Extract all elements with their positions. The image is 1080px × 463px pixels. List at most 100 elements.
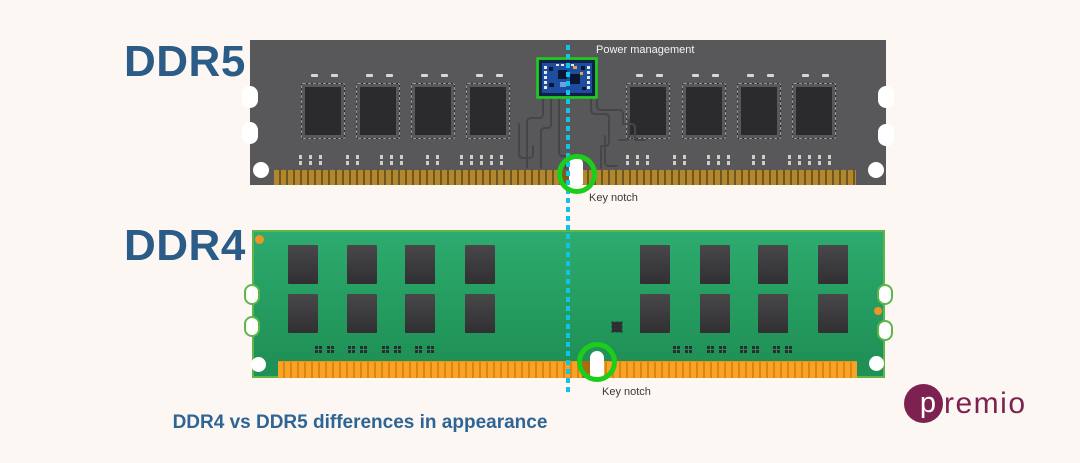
dot5 [646,155,649,159]
power-management-label: Power management [596,44,695,56]
dot5 [626,161,629,165]
dash5 [386,74,393,77]
dot5 [828,161,831,165]
ddr4-orange-marker [255,235,264,244]
chip4 [700,245,730,284]
dash5 [636,74,643,77]
quaddot [398,346,401,349]
dot5 [390,161,393,165]
quaddot [777,346,780,349]
dot5 [470,161,473,165]
dot5 [818,155,821,159]
quaddot [711,350,714,353]
quaddot [427,346,430,349]
quaddot [415,350,418,353]
dot5 [808,155,811,159]
ddr5-mount-hole [253,162,269,178]
chip4 [758,245,788,284]
dot5 [480,161,483,165]
dot5 [426,155,429,159]
quaddot [707,346,710,349]
quaddot [673,346,676,349]
quaddot [386,350,389,353]
quaddot [707,350,710,353]
dot5 [717,155,720,159]
dash5 [441,74,448,77]
chip5 [301,83,345,139]
quaddot [360,350,363,353]
quaddot [331,350,334,353]
dot5 [470,155,473,159]
quaddot [348,350,351,353]
chip4 [700,294,730,333]
quaddot [723,346,726,349]
quaddot [752,346,755,349]
chip5 [626,83,670,139]
dot5 [788,161,791,165]
dot5 [762,155,765,159]
chip4 [758,294,788,333]
dot5 [683,161,686,165]
dot5 [319,161,322,165]
ddr4-edge-notch [244,316,260,337]
quaddot [415,346,418,349]
quaddot [352,350,355,353]
dot5 [346,155,349,159]
key-notch-highlight-ring-ddr4 [577,342,617,382]
dot5 [636,155,639,159]
dash5 [712,74,719,77]
quaddot [756,346,759,349]
ddr4-edge-notch [877,320,893,341]
chip4 [640,294,670,333]
ddr5-edge-notch [242,122,258,144]
key-notch-label-ddr4: Key notch [602,386,651,398]
quaddot [673,350,676,353]
dot5 [500,155,503,159]
ddr5-label: DDR5 [124,37,246,86]
chip5 [466,83,510,139]
caption: DDR4 vs DDR5 differences in appearance [172,412,548,433]
dot5 [400,161,403,165]
quaddot [427,350,430,353]
dot5 [299,155,302,159]
key-notch-highlight-ring-ddr5 [557,154,597,194]
dot5 [626,155,629,159]
quaddot [419,350,422,353]
chip4 [818,245,848,284]
quaddot [689,346,692,349]
dot5 [646,161,649,165]
dot5 [309,161,312,165]
quaddot [711,346,714,349]
quaddot [419,346,422,349]
quaddot [364,346,367,349]
dot5 [808,161,811,165]
logo-wordmark: remio [944,387,1027,420]
dot5 [346,161,349,165]
dot5 [818,161,821,165]
dot5 [762,161,765,165]
dot5 [400,155,403,159]
dot5 [299,161,302,165]
quaddot [331,346,334,349]
ddr5-edge-notch [242,86,258,108]
dash5 [747,74,754,77]
quaddot [352,346,355,349]
premio-logo: p remio [904,384,1027,423]
dash5 [656,74,663,77]
ddr5-edge-notch [878,86,894,108]
dot5 [828,155,831,159]
chip4 [640,245,670,284]
dot5 [490,155,493,159]
chip4 [465,294,495,333]
quaddot [785,346,788,349]
ddr4-edge-notch [877,284,893,305]
dash5 [496,74,503,77]
dot5 [673,155,676,159]
dot5 [460,155,463,159]
quaddot [394,346,397,349]
quaddot [398,350,401,353]
dash5 [331,74,338,77]
quaddot [315,346,318,349]
alignment-dotted-line [566,45,570,395]
dot5 [707,161,710,165]
